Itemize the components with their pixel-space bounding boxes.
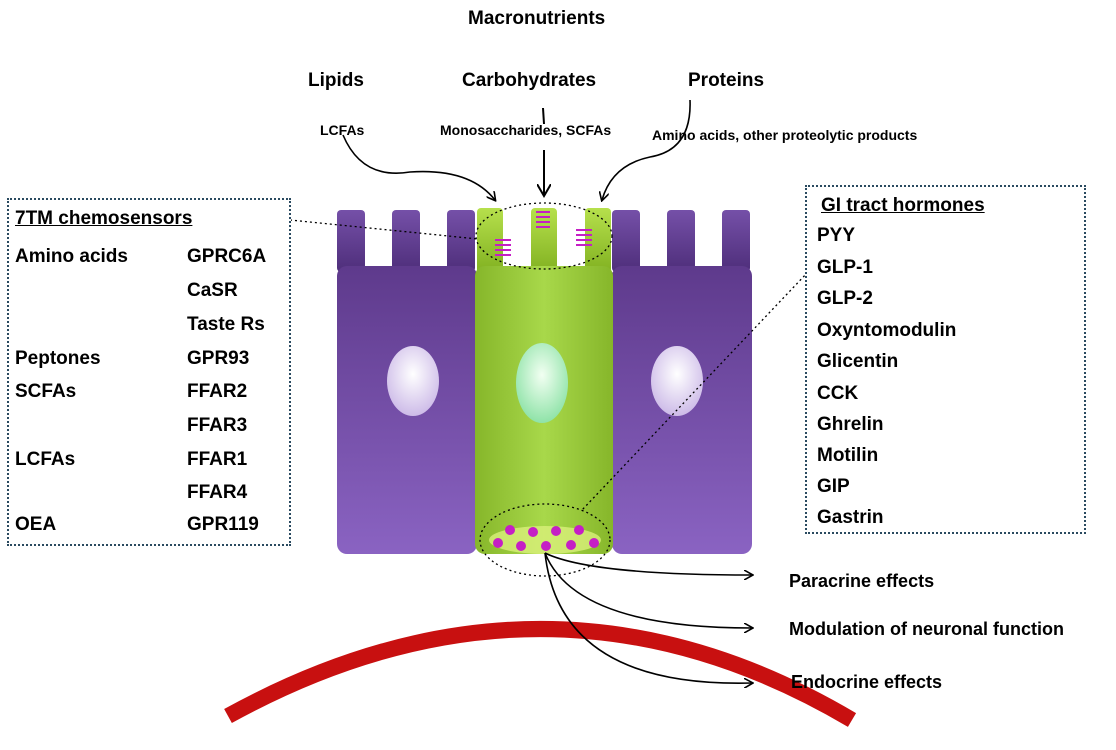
carbohydrates-products: Monosaccharides, SCFAs (440, 122, 612, 138)
receptor: GPRC6A (187, 246, 267, 267)
endocrine-arrow (544, 552, 752, 683)
nucleus (516, 343, 568, 423)
paracrine-arrow (544, 552, 752, 575)
diagram-title: Macronutrients (468, 8, 606, 29)
ligand: SCFAs (15, 381, 77, 402)
nucleus (387, 346, 439, 416)
ligand: LCFAs (15, 449, 76, 470)
ligand: Peptones (15, 348, 101, 369)
lipids-arrow (342, 134, 495, 200)
chemosensors-heading: 7TM chemosensors (15, 208, 193, 229)
hormone-item: GIP (817, 476, 850, 497)
hormone-item: Oxyntomodulin (817, 320, 957, 341)
proteins-arrow (602, 99, 691, 200)
lipids-products: LCFAs (320, 122, 365, 138)
neuronal-modulation-label: Modulation of neuronal function (789, 619, 1064, 639)
ligand: Amino acids (15, 246, 128, 267)
hormone-item: Motilin (817, 445, 879, 466)
nucleus (651, 346, 703, 416)
carbohydrates-arrow (543, 107, 544, 195)
hormone-item: CCK (817, 383, 859, 404)
enterocyte-right (612, 210, 752, 554)
connector-chemosensors (289, 219, 479, 240)
hormone-item: PYY (817, 225, 856, 246)
enterocyte-left (337, 210, 477, 554)
ligand: OEA (15, 514, 57, 535)
hormone-item: Ghrelin (817, 414, 884, 435)
hormones-heading: GI tract hormones (821, 195, 985, 216)
neuronal-arrow (544, 552, 752, 628)
chemosensors-box: 7TM chemosensors Amino acids GPRC6A CaSR… (7, 198, 291, 546)
receptor: FFAR1 (187, 449, 248, 470)
proteins-products: Amino acids, other proteolytic products (652, 127, 918, 143)
apical-highlight (475, 202, 613, 270)
receptor: FFAR3 (187, 415, 248, 436)
receptor: GPR119 (187, 514, 259, 535)
proteins-label: Proteins (688, 70, 765, 91)
receptor: FFAR2 (187, 381, 248, 402)
hormone-item: GLP-1 (817, 257, 873, 278)
hormone-granules (489, 525, 601, 554)
basal-highlight (479, 503, 611, 577)
receptor: Taste Rs (187, 314, 265, 335)
receptor: GPR93 (187, 348, 250, 369)
endocrine-effects-label: Endocrine effects (791, 672, 943, 692)
enteroendocrine-cell (475, 208, 613, 554)
hormones-box: GI tract hormones PYY GLP-1 GLP-2 Oxynto… (805, 185, 1086, 534)
receptor: CaSR (187, 280, 238, 301)
receptor: FFAR4 (187, 482, 248, 503)
blood-vessel (224, 621, 857, 727)
lipids-label: Lipids (308, 70, 364, 91)
carbohydrates-label: Carbohydrates (462, 70, 597, 91)
paracrine-effects-label: Paracrine effects (789, 571, 935, 591)
hormone-item: GLP-2 (817, 288, 873, 309)
receptor-coils (495, 211, 592, 256)
hormone-item: Gastrin (817, 507, 884, 528)
hormone-item: Glicentin (817, 351, 899, 372)
